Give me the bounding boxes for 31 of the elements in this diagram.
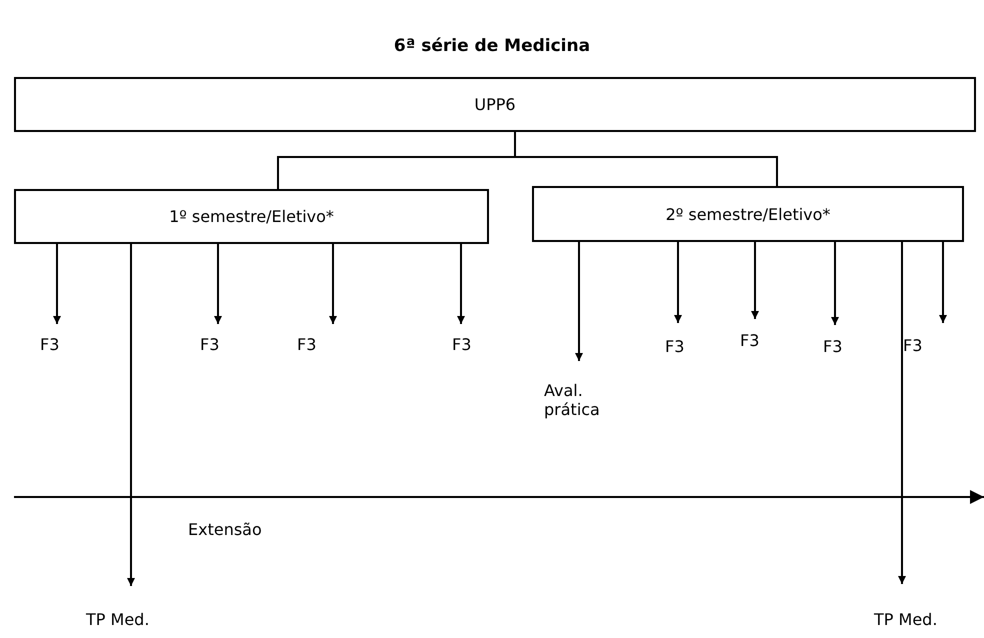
arrow — [831, 242, 839, 325]
arrow — [127, 244, 135, 586]
arrow — [898, 242, 906, 584]
node-label: F3 — [297, 324, 339, 354]
node-label: F3 — [40, 324, 72, 354]
connector-line — [514, 132, 778, 186]
box-label: 1º semestre/Eletivo* — [169, 207, 334, 226]
node-label: TP Med. — [86, 586, 166, 630]
node-label: Aval. prática — [544, 361, 624, 420]
arrow — [939, 242, 947, 323]
node-label: F3 — [665, 323, 697, 356]
arrow — [457, 244, 465, 324]
node-label: F3 — [452, 324, 484, 354]
arrow — [674, 242, 682, 323]
node-label: TP Med. — [874, 584, 954, 630]
node-label: F3 — [823, 325, 855, 356]
diagram-title: 6ª série de Medicina — [394, 36, 590, 56]
node-label: F3 — [903, 323, 951, 356]
arrow — [214, 244, 222, 324]
node-label: F3 — [740, 319, 772, 350]
process-box — [532, 186, 964, 242]
axis-label: Extensão — [188, 520, 262, 539]
arrow — [575, 242, 583, 361]
arrow — [751, 242, 759, 319]
node-label: F3 — [200, 324, 232, 354]
arrow — [329, 244, 337, 324]
arrow — [53, 244, 61, 324]
box-label: 2º semestre/Eletivo* — [666, 204, 830, 224]
box-label: UPP6 — [474, 95, 516, 114]
process-box — [14, 189, 489, 244]
process-box — [14, 77, 976, 132]
